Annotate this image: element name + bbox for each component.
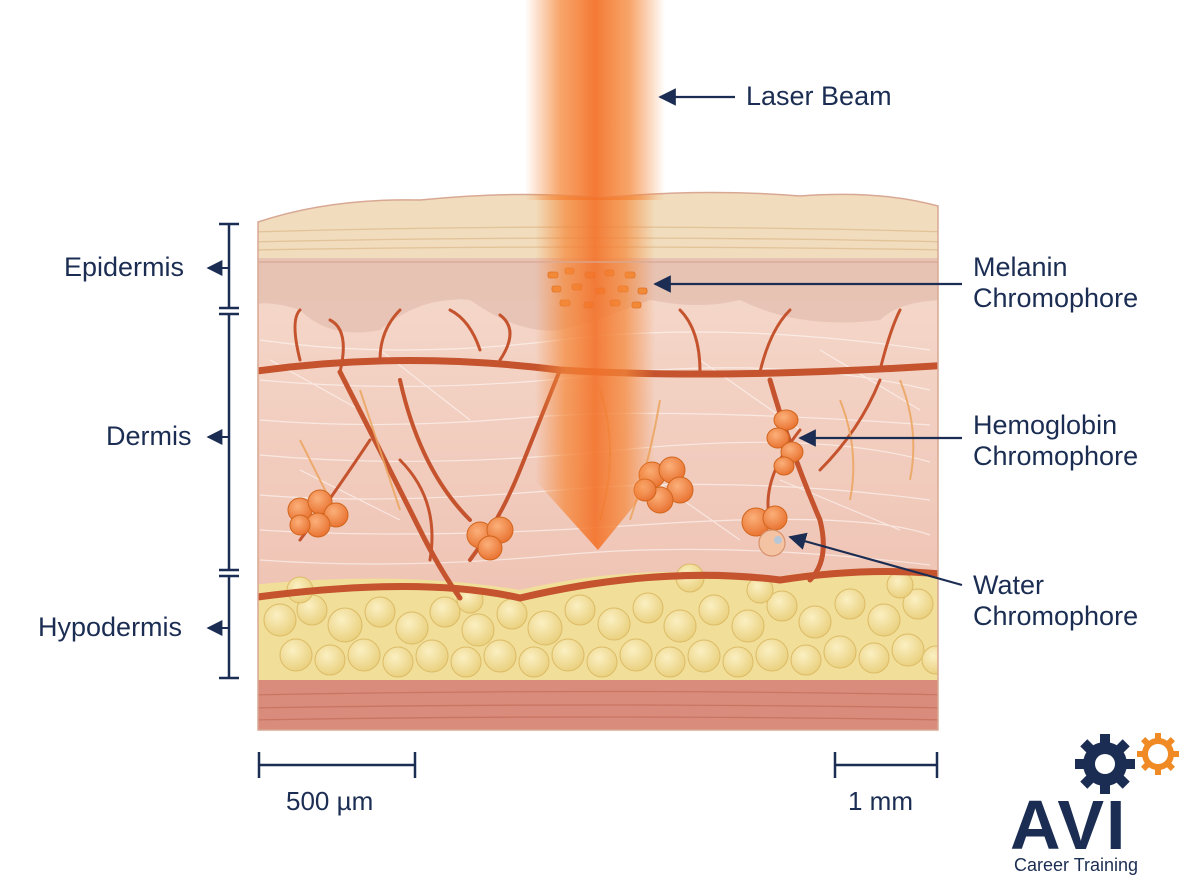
- epidermis-label: Epidermis: [64, 252, 185, 282]
- water-pointer: [788, 532, 963, 587]
- hemoglobin-label-line1: Hemoglobin: [973, 410, 1118, 440]
- hemoglobin-cluster: [766, 409, 804, 476]
- fat-cells: [263, 563, 938, 678]
- water-droplet-highlight: [774, 536, 782, 544]
- hemoglobin-label: Hemoglobin Chromophore: [973, 410, 1138, 472]
- laser-beam-label: Laser Beam: [746, 81, 892, 111]
- avi-logo-gears: [1075, 733, 1179, 794]
- scale-bar-1mm: [833, 752, 939, 778]
- laser-beam: [525, 0, 665, 200]
- scale-bar-500um: [257, 752, 417, 778]
- melanin-label-line2: Chromophore: [973, 283, 1139, 314]
- avi-logo-tagline: Career Training: [1014, 855, 1139, 875]
- gear-icon: [1075, 734, 1135, 794]
- hypodermis-label: Hypodermis: [38, 612, 183, 642]
- water-label-line1: Water: [973, 570, 1045, 600]
- small-gear-icon: [1137, 733, 1179, 775]
- water-label: Water Chromophore: [973, 570, 1138, 632]
- fascia-lines: [258, 690, 938, 721]
- hemoglobin-label-line2: Chromophore: [973, 441, 1139, 472]
- water-label-line2: Chromophore: [973, 601, 1139, 632]
- laser-beam-tip: [535, 192, 655, 550]
- pointer-arrows: [653, 88, 963, 587]
- layer-brackets: [219, 222, 239, 680]
- scale-label-1mm: 1 mm: [848, 786, 913, 816]
- avi-logo-text: AVI: [1010, 786, 1128, 864]
- bracket-arrows: [206, 260, 229, 636]
- dermis-label: Dermis: [106, 421, 192, 451]
- melanin-label-line1: Melanin: [973, 252, 1068, 282]
- melanin-label: Melanin Chromophore: [973, 252, 1138, 314]
- water-droplet: [758, 529, 786, 557]
- skin-block: [258, 192, 938, 730]
- scale-label-500um: 500 µm: [286, 786, 374, 816]
